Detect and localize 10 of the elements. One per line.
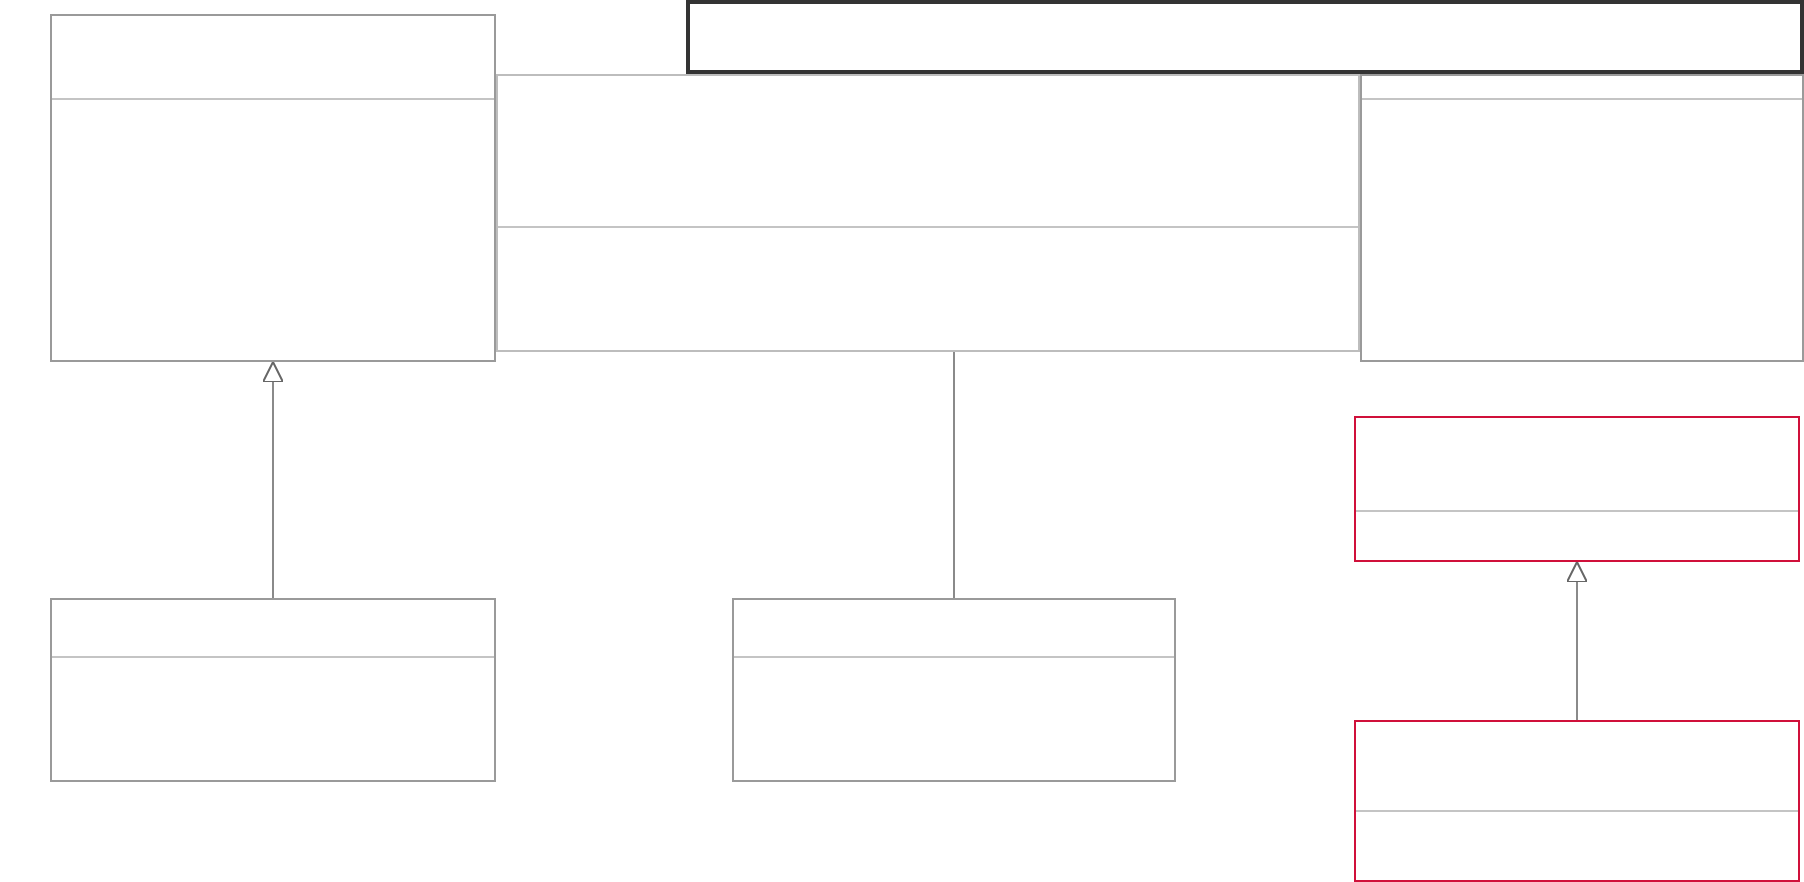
class-box [1360,74,1804,362]
class-box [732,598,1176,782]
connector-arrow [1566,561,1588,721]
class-box [1354,720,1800,882]
class-box [50,598,496,782]
class-box [496,74,1360,352]
connector-arrow [262,361,284,599]
class-box [1354,416,1800,562]
class-box [50,14,496,362]
class-box [686,0,1804,74]
